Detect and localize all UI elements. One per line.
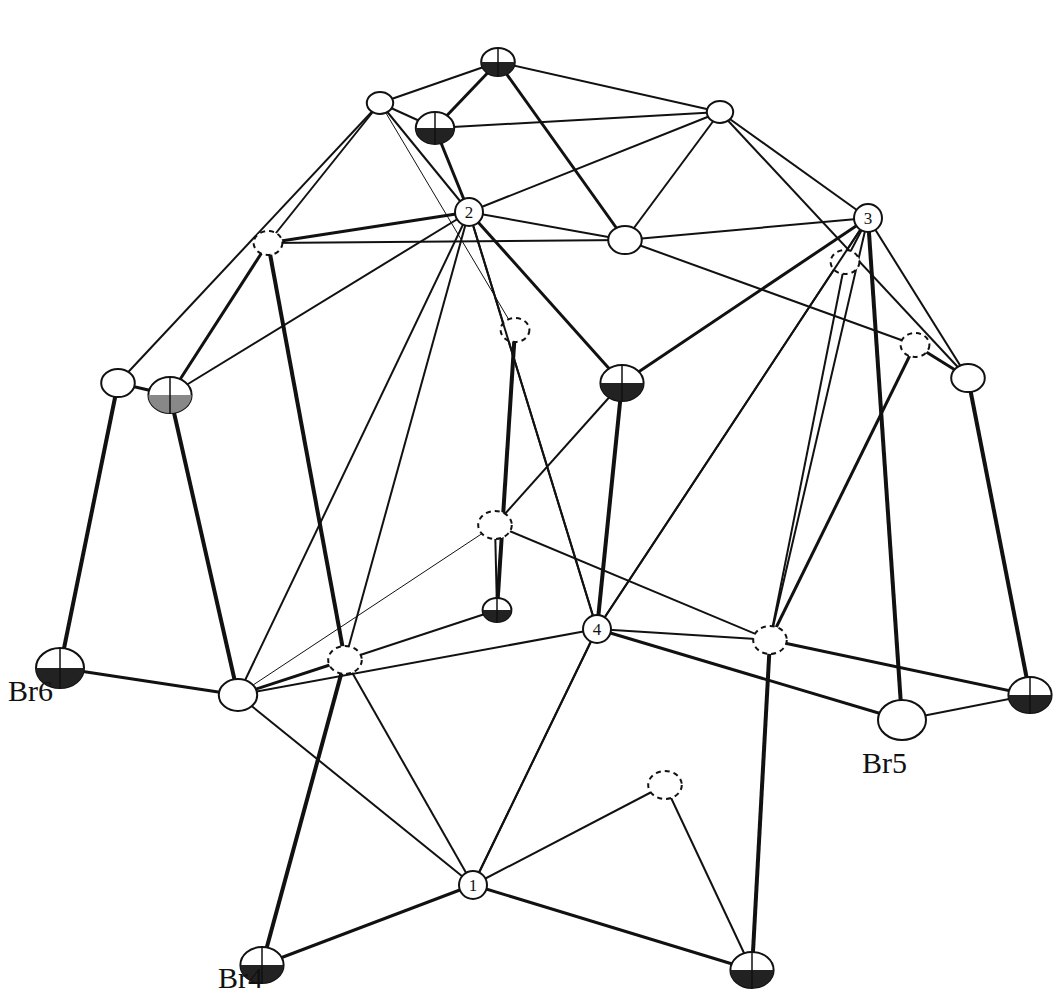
bond-line: [770, 262, 845, 640]
bond-line: [625, 218, 868, 240]
atom-ellipse: [254, 231, 283, 255]
bond-line: [60, 383, 118, 668]
bond-line: [435, 112, 720, 128]
atom-ellipse: [648, 771, 682, 799]
bond-line: [170, 243, 268, 395]
bond-connector: [605, 231, 859, 617]
atom-label: Br5: [862, 748, 907, 778]
atom-ellipse: [1008, 677, 1051, 713]
atom-ellipse: [481, 48, 515, 76]
bond-line: [770, 640, 1030, 695]
bond-line: [469, 212, 597, 629]
atom-ellipse: [478, 511, 512, 539]
bond-line: [498, 62, 625, 240]
atom-circle: 1: [458, 870, 488, 900]
atom-number: 2: [465, 204, 474, 221]
atom-ellipse: [951, 364, 985, 392]
bond-line: [238, 695, 473, 885]
bond-line: [597, 629, 902, 720]
atom-ellipse: [608, 226, 642, 254]
bond-line: [495, 525, 770, 640]
atom-ellipse: [101, 369, 135, 397]
atom-circle: 4: [582, 614, 612, 644]
bond-line: [770, 218, 868, 640]
bond-connector: [480, 642, 591, 871]
bond-line: [262, 885, 473, 965]
bond-line: [720, 112, 868, 218]
bond-line: [473, 885, 752, 970]
bond-line: [469, 212, 622, 383]
atom-ellipse: [219, 679, 257, 711]
atom-number: 1: [469, 877, 478, 894]
atom-circle: 2: [454, 197, 484, 227]
atom-ellipse: [901, 333, 930, 357]
bond-line: [752, 640, 770, 970]
bond-line: [238, 629, 597, 695]
bond-line: [473, 629, 597, 885]
bond-line: [268, 103, 380, 243]
bond-line: [268, 243, 345, 660]
atom-ellipse: [328, 646, 362, 674]
bond-line: [262, 660, 345, 965]
bond-line: [968, 378, 1030, 695]
bond-line: [497, 330, 515, 610]
bond-line: [622, 218, 868, 383]
atom-circle: 3: [853, 203, 883, 233]
bond-line: [60, 668, 238, 695]
bond-line: [770, 345, 915, 640]
atom-ellipse: [600, 365, 643, 401]
atom-ellipse: [707, 101, 733, 123]
bond-line: [473, 785, 665, 885]
bond-line: [170, 395, 238, 695]
atom-ellipse: [730, 952, 773, 988]
bond-line: [498, 62, 720, 112]
bond-line: [720, 112, 968, 378]
bond-line: [345, 660, 473, 885]
bond-line: [597, 383, 622, 629]
bond-line: [380, 62, 498, 103]
atom-ellipse: [483, 598, 512, 622]
bond-line: [345, 212, 469, 660]
atom-ellipse: [367, 92, 393, 114]
bond-line: [268, 212, 469, 243]
atom-ellipse: [878, 700, 926, 740]
atom-ellipse: [148, 377, 191, 413]
atom-number: 4: [593, 621, 602, 638]
bond-line: [380, 103, 469, 212]
bond-line: [868, 218, 968, 378]
bond-line: [868, 218, 902, 720]
bond-line: [597, 629, 770, 640]
atom-label: Br6: [8, 676, 53, 706]
atom-ellipse: [416, 112, 454, 144]
bond-line: [665, 785, 752, 970]
bond-connector: [473, 226, 592, 614]
atom-label: Br4: [218, 963, 263, 993]
bond-line: [625, 112, 720, 240]
bond-line: [469, 212, 625, 240]
bond-line: [170, 212, 469, 395]
bond-line: [268, 240, 625, 243]
atom-number: 3: [864, 210, 873, 227]
bond-line: [238, 212, 469, 695]
atom-ellipse: [753, 626, 787, 654]
bond-line: [597, 218, 868, 629]
bond-line: [238, 525, 495, 695]
